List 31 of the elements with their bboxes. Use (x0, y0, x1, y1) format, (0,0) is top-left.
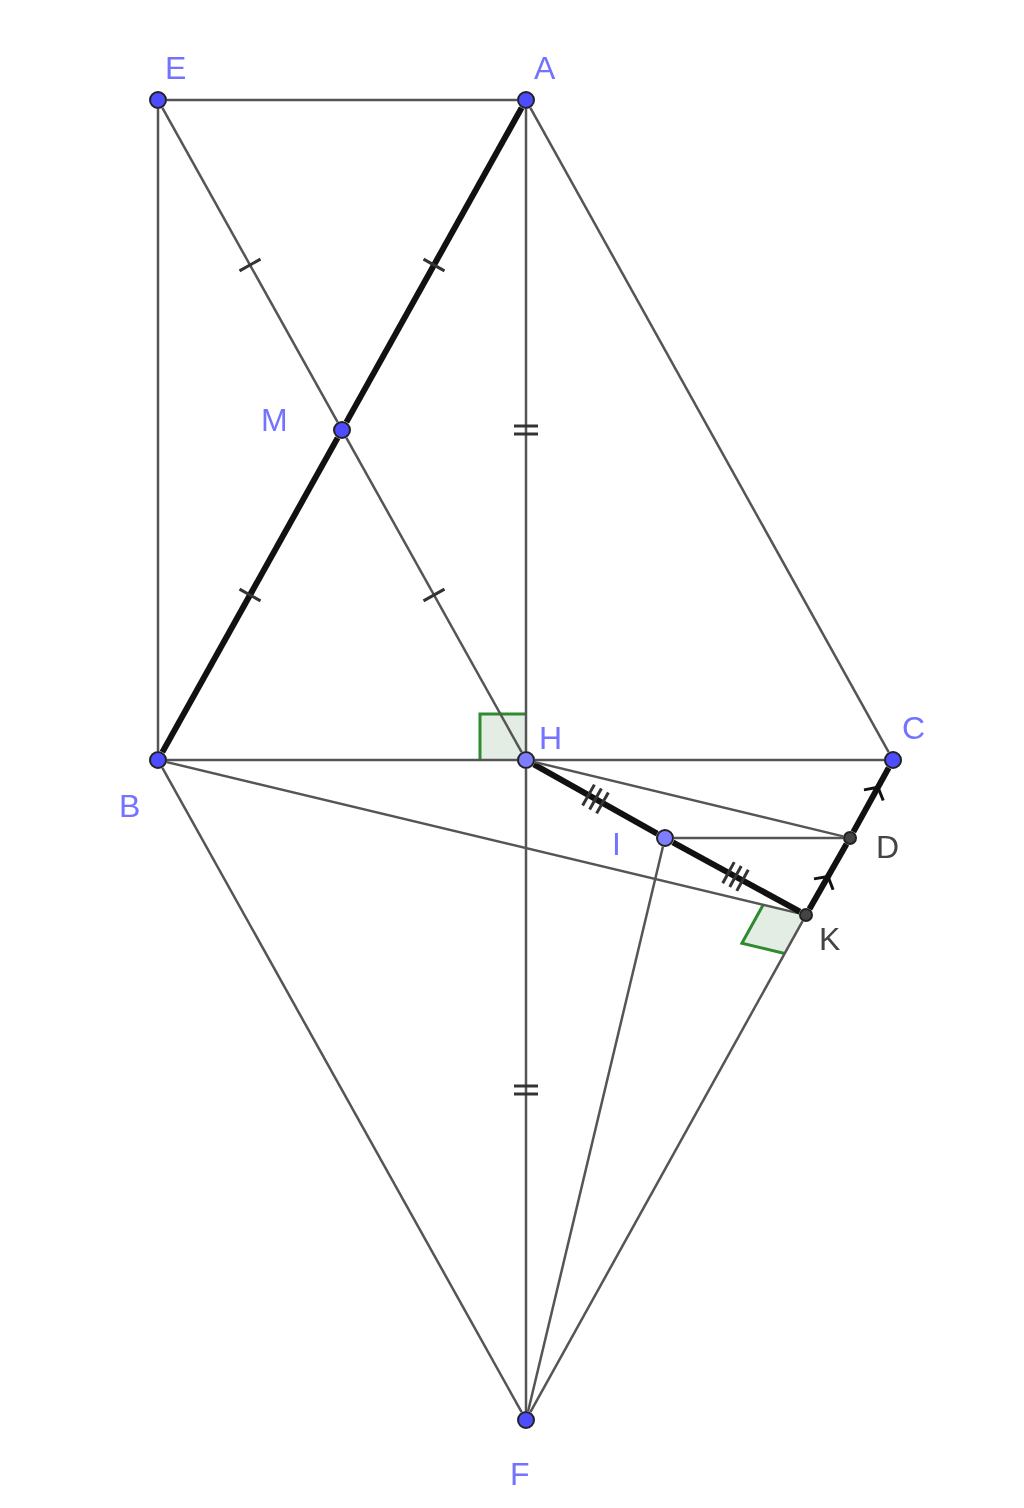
point-label: D (876, 830, 900, 864)
point-label: C (902, 711, 926, 745)
line-segment (161, 107, 339, 423)
line-segment (529, 107, 890, 753)
line-segment (345, 437, 523, 753)
line-segment (806, 842, 850, 911)
line-segment (159, 436, 341, 754)
line-segment (161, 767, 523, 1413)
line-segment (156, 109, 160, 751)
line-segment (524, 109, 528, 751)
line-segment (526, 846, 665, 1412)
point-label: I (612, 827, 621, 861)
line-segment (671, 839, 802, 915)
line-segment (532, 761, 659, 837)
line-segment (850, 766, 892, 834)
line-segment (167, 758, 517, 762)
point-label: M (261, 403, 288, 437)
line-segment (535, 758, 884, 762)
line-segment (343, 106, 525, 424)
line-segment (534, 760, 844, 838)
point-label: K (819, 922, 841, 956)
point-label: H (539, 721, 563, 755)
point-label: A (534, 51, 556, 85)
line-segment (674, 836, 843, 840)
line-segment (529, 920, 804, 1413)
point-label: E (165, 51, 187, 85)
line-segment (167, 98, 517, 102)
line-segment (524, 769, 528, 1411)
line-segment (166, 760, 800, 915)
point-label: B (119, 789, 141, 823)
point-label: F (510, 1457, 530, 1491)
